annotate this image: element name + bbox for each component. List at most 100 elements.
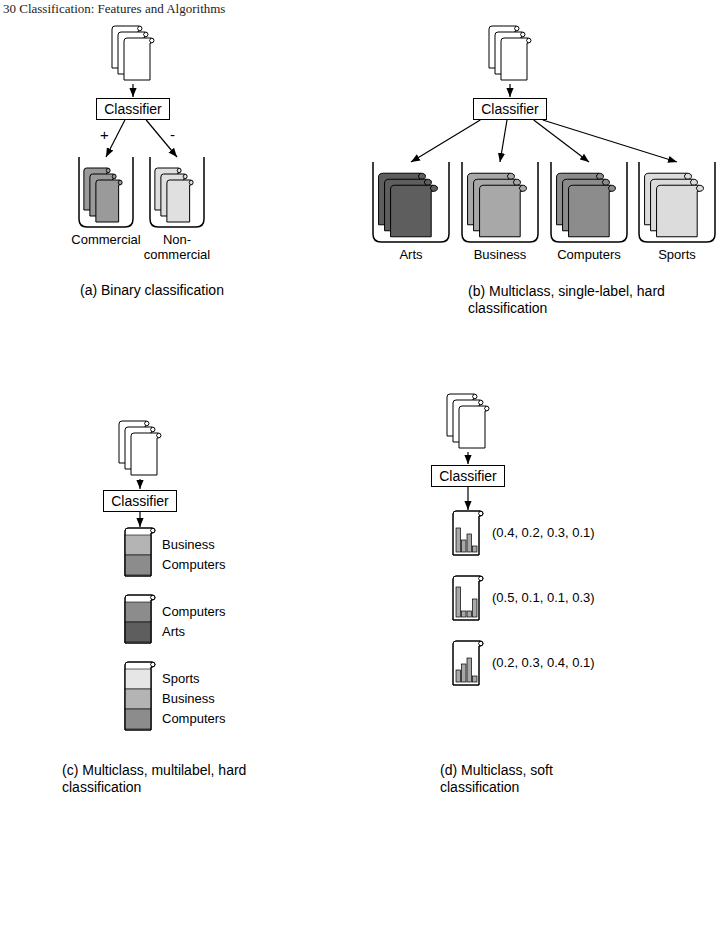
classifier-label: Classifier <box>481 100 539 118</box>
category-bin: Commercial <box>66 157 146 247</box>
classifier-box: Classifier <box>103 490 177 512</box>
edge-label: - <box>168 127 177 143</box>
classifier-box: Classifier <box>431 465 505 487</box>
bin-wall <box>639 162 715 242</box>
score-label: (0.5, 0.1, 0.1, 0.3) <box>492 590 595 606</box>
bin-wall <box>551 162 627 242</box>
document-outline <box>125 662 155 730</box>
document-sheet <box>96 180 122 222</box>
connector-arrow <box>467 487 468 510</box>
document-sheet <box>569 185 616 237</box>
edge-label: + <box>98 127 111 143</box>
score-document: (0.2, 0.3, 0.4, 0.1) <box>452 640 595 686</box>
connector-arrow <box>146 120 177 157</box>
bin-outline <box>549 162 629 244</box>
bin-outline <box>371 162 451 244</box>
document-outline <box>125 528 155 576</box>
document-sheet <box>453 511 483 555</box>
document-curl <box>151 595 153 600</box>
document-sheet <box>125 528 155 576</box>
input-arrow <box>139 479 140 489</box>
document-stack <box>119 421 161 475</box>
document-sheet <box>125 595 155 643</box>
document-curl <box>151 528 153 533</box>
category-bin: Business <box>457 162 543 262</box>
category-bin: Non-commercial <box>137 157 217 262</box>
score-bar <box>473 546 478 552</box>
document-outline <box>125 595 155 643</box>
classifier-label: Classifier <box>439 467 497 485</box>
score-bar <box>462 664 467 682</box>
document-sheet <box>125 662 155 730</box>
category-label: Sports <box>637 247 717 262</box>
category-bin: Sports <box>637 162 717 262</box>
document-curl <box>151 662 153 667</box>
classifier-label: Classifier <box>111 492 169 510</box>
score-bar <box>473 676 478 682</box>
input-arrow <box>509 84 510 97</box>
label-column: ComputersArts <box>162 594 226 642</box>
document-sheet <box>453 641 483 685</box>
bin-outline <box>148 157 206 229</box>
score-label: (0.2, 0.3, 0.4, 0.1) <box>492 655 595 671</box>
document-icon <box>124 661 156 731</box>
input-arrow <box>132 84 133 97</box>
category-label: Arts <box>368 247 454 262</box>
connector-arrow <box>139 512 140 527</box>
page-header: 30 Classification: Features and Algorith… <box>3 1 225 16</box>
document-stack <box>489 26 531 80</box>
score-bar <box>467 534 472 552</box>
score-bar <box>473 599 478 617</box>
tag-label: Business <box>162 535 226 555</box>
labeled-document: ComputersArts <box>124 594 226 644</box>
classifier-box: Classifier <box>96 98 170 120</box>
connector-arrow <box>500 120 507 162</box>
score-bar <box>467 611 472 617</box>
score-document: (0.5, 0.1, 0.1, 0.3) <box>452 575 595 621</box>
score-bar <box>456 528 461 552</box>
connector-arrow <box>543 120 677 162</box>
label-band <box>125 555 151 575</box>
bin-wall <box>373 162 449 242</box>
document-icon <box>452 575 484 621</box>
category-bin: Computers <box>546 162 632 262</box>
panel-caption: (a) Binary classification <box>80 282 280 299</box>
tag-label: Arts <box>162 622 226 642</box>
document-sheet <box>167 180 193 222</box>
score-bar <box>462 611 467 617</box>
category-label: Business <box>457 247 543 262</box>
document-curl <box>479 511 481 516</box>
document-curl <box>479 641 481 646</box>
document-icon <box>124 594 156 644</box>
document-outline <box>453 511 483 555</box>
classifier-box: Classifier <box>473 98 547 120</box>
bin-wall <box>462 162 538 242</box>
labeled-document: BusinessComputers <box>124 527 226 577</box>
document-icon <box>452 640 484 686</box>
label-band <box>125 622 151 642</box>
category-bin: Arts <box>368 162 454 262</box>
classifier-label: Classifier <box>104 100 162 118</box>
document-icon <box>124 527 156 577</box>
document-outline <box>453 641 483 685</box>
tag-label: Sports <box>162 669 226 689</box>
score-label: (0.4, 0.2, 0.3, 0.1) <box>492 525 595 541</box>
bin-outline <box>637 162 717 244</box>
bin-wall <box>79 157 133 227</box>
tag-label: Computers <box>162 555 226 575</box>
document-sheet <box>391 185 438 237</box>
document-stack <box>112 26 154 80</box>
tag-label: Business <box>162 689 226 709</box>
score-bar <box>456 587 461 617</box>
bin-outline <box>460 162 540 244</box>
labeled-document: SportsBusinessComputers <box>124 661 226 731</box>
bin-wall <box>150 157 204 227</box>
score-bar <box>467 658 472 682</box>
connector-arrow <box>411 120 480 162</box>
score-bar <box>462 540 467 552</box>
tag-label: Computers <box>162 602 226 622</box>
category-label: Computers <box>546 247 632 262</box>
document-outline <box>453 576 483 620</box>
